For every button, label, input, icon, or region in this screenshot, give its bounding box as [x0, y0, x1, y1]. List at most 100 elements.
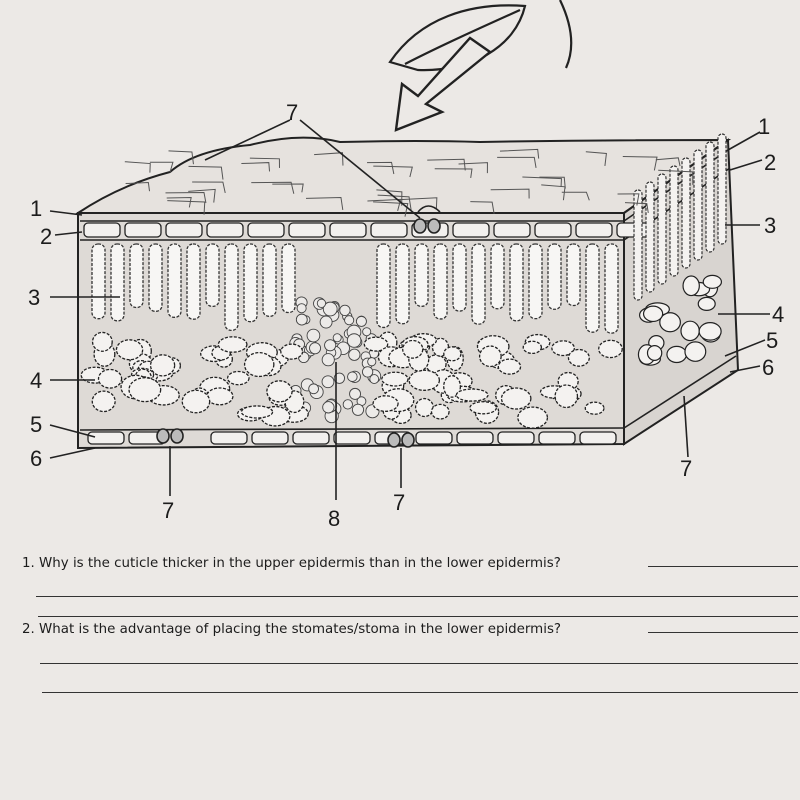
palisade-cell	[224, 243, 239, 332]
vein-cell	[295, 313, 308, 326]
epidermis-cell	[206, 222, 244, 238]
epidermis-cell	[452, 222, 490, 238]
label-6-left: 6	[30, 446, 42, 471]
spongy-cell	[659, 312, 681, 333]
surface-cell-outline	[251, 181, 295, 194]
spongy-cell	[551, 340, 576, 357]
answer-line[interactable]	[38, 616, 798, 617]
palisade-cell	[262, 243, 277, 317]
vein-cell	[322, 301, 338, 317]
surface-cell-outline	[367, 198, 402, 211]
palisade-cell	[452, 243, 467, 312]
surface-cell-outline	[622, 155, 658, 171]
palisade-cell	[91, 243, 106, 320]
sunlight-arrow-icon	[394, 36, 492, 132]
palisade-cell	[471, 243, 486, 325]
answer-line[interactable]	[648, 566, 798, 567]
spongy-cell	[443, 346, 462, 362]
vein-cell	[296, 303, 307, 314]
palisade-cell	[414, 243, 429, 307]
spongy-cell	[455, 388, 489, 402]
palisade-cell	[547, 243, 562, 310]
palisade-cell	[186, 243, 201, 320]
palisade-cell	[604, 243, 619, 334]
spongy-cell	[372, 395, 399, 412]
surface-cell-outline	[167, 200, 206, 215]
leader-lines	[49, 119, 770, 500]
spongy-cell	[414, 397, 434, 418]
spongy-cell	[217, 336, 248, 353]
epidermis-cell	[288, 222, 326, 238]
surface-cell-outline	[397, 197, 438, 210]
vein-cell	[309, 342, 322, 355]
spongy-cell	[598, 339, 623, 359]
surface-cell-outline	[188, 165, 224, 180]
palisade-cell	[669, 165, 679, 277]
epidermis-cell	[83, 222, 121, 238]
epidermis-cell	[124, 222, 162, 238]
vein-cell	[346, 333, 362, 348]
label-3-left: 3	[28, 285, 40, 310]
spongy-cell	[240, 405, 274, 419]
surface-cell-outline	[470, 201, 495, 214]
vein-cell	[355, 315, 367, 327]
palisade-cell	[243, 243, 258, 323]
surface-cell-outline	[434, 168, 473, 178]
answer-line[interactable]	[42, 692, 798, 693]
answer-line[interactable]	[40, 663, 798, 664]
palisade-cell	[566, 243, 581, 307]
label-1-left: 1	[30, 196, 42, 221]
palisade-cell	[205, 243, 220, 308]
epidermis-cell	[538, 431, 576, 445]
answer-line[interactable]	[36, 596, 798, 597]
palisade-cell	[167, 243, 182, 318]
stoma-top	[413, 205, 441, 234]
palisade-cell	[717, 133, 727, 245]
spongy-cell	[280, 343, 304, 360]
surface-cell-outline	[188, 188, 216, 203]
upper-surface	[74, 136, 732, 214]
surface-cell-outline	[367, 161, 395, 175]
surface-cell-outline	[427, 158, 466, 171]
cell-layers	[80, 133, 727, 445]
surface-cell-outline	[541, 184, 566, 201]
surface-cell-outline	[249, 157, 280, 168]
surface-cell-outline	[241, 162, 271, 172]
surface-cell-outline	[585, 151, 607, 167]
spongy-cell	[226, 370, 250, 386]
palisade-cell	[110, 243, 125, 322]
palisade-cell	[681, 157, 691, 269]
surface-cell-outline	[490, 188, 530, 199]
surface-cell-outline	[522, 176, 562, 188]
palisade-cell	[281, 243, 296, 314]
spongy-cell	[91, 331, 113, 352]
vein-cell	[362, 327, 372, 337]
epidermis-cell	[210, 431, 248, 445]
vein-cell	[322, 401, 335, 414]
vein-cell	[324, 339, 337, 352]
surface-cell-outline	[125, 182, 151, 192]
epidermis-cell	[247, 222, 285, 238]
label-2-right: 2	[764, 150, 776, 175]
epidermis-cell	[292, 431, 330, 445]
palisade-cell	[129, 243, 144, 309]
surface-cell-outline	[458, 162, 488, 174]
palisade-cell	[633, 189, 643, 301]
surface-cell-outline	[168, 150, 194, 165]
vein-cell	[321, 375, 335, 389]
spongy-cell	[266, 380, 293, 403]
epidermis-cell	[251, 431, 289, 445]
answer-line[interactable]	[648, 632, 798, 633]
surface-cell-outline	[658, 169, 694, 185]
spongy-cell	[702, 274, 723, 289]
palisade-cell	[528, 243, 543, 320]
spongy-cell	[697, 296, 716, 311]
spongy-cell	[430, 403, 450, 420]
epidermis-cell	[333, 431, 371, 445]
spongy-cell	[584, 401, 605, 415]
vein-cell	[321, 353, 335, 367]
surface-cell-outline	[499, 148, 540, 159]
spongy-cell	[181, 389, 211, 414]
surface-cell-outline	[376, 189, 403, 206]
